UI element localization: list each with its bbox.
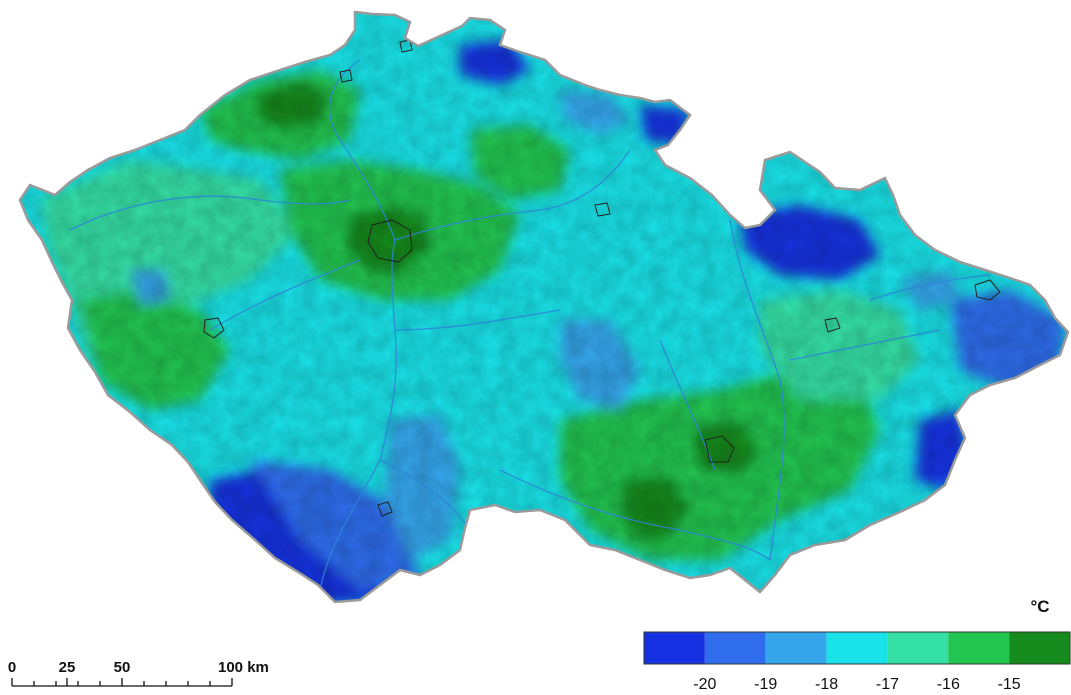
city-ceske-budejovice [377, 501, 393, 517]
legend-label-0: -20 [693, 676, 716, 693]
city-plzen [203, 317, 225, 339]
river-berounka [209, 259, 361, 331]
city-liberec [399, 39, 413, 53]
river-becva [789, 329, 941, 361]
river-elbe [328, 59, 396, 241]
river-sazava [394, 309, 561, 331]
legend-frame [643, 631, 1071, 665]
river-morava [729, 219, 785, 561]
river-ohre [69, 195, 351, 231]
legend-unit: °C [1030, 597, 1049, 616]
legend-label-4: -16 [937, 676, 960, 693]
river-odra [869, 274, 991, 301]
scale-bar: 0 25 50 100 km [8, 659, 269, 687]
city-outlines [203, 39, 1001, 517]
legend-swatch-5 [948, 632, 1010, 664]
legend-swatches [644, 632, 1070, 664]
legend-label-2: -18 [815, 676, 838, 693]
legend-swatch-3 [826, 632, 888, 664]
legend-swatch-4 [887, 632, 949, 664]
scale-bar-ticks [11, 678, 233, 686]
legend-label-1: -19 [754, 676, 777, 693]
scale-label-25: 25 [59, 659, 76, 676]
city-hradec [594, 202, 611, 217]
city-usti [339, 69, 353, 83]
legend-swatch-2 [765, 632, 827, 664]
legend-swatch-1 [704, 632, 766, 664]
legend-swatch-0 [644, 632, 705, 664]
legend-label-5: -15 [998, 676, 1021, 693]
scale-label-50: 50 [114, 659, 131, 676]
river-vltava [319, 239, 397, 591]
river-luznice [379, 459, 471, 531]
scale-label-100km: 100 km [218, 659, 269, 676]
legend-labels: -20 -19 -18 -17 -16 -15 [693, 676, 1021, 693]
legend-swatch-6 [1009, 632, 1070, 664]
city-prague [367, 219, 413, 263]
legend: °C -20 -19 -18 -17 -16 -15 [643, 597, 1071, 693]
city-ostrava [974, 279, 1001, 301]
country-border [18, 10, 1070, 604]
river-svratka [659, 339, 716, 471]
city-brno [704, 435, 735, 463]
river-dyje [499, 469, 771, 561]
city-olomouc [824, 317, 841, 333]
scale-label-0: 0 [8, 659, 16, 676]
legend-label-3: -17 [876, 676, 899, 693]
river-elbe-east [394, 149, 631, 241]
rivers [69, 59, 991, 591]
